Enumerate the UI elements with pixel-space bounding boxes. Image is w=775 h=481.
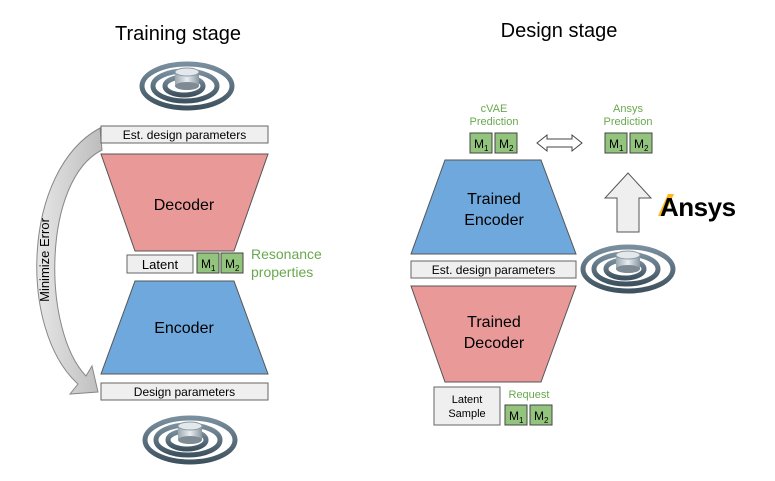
training-stage-title: Training stage [115,23,241,45]
training-design-params-box [100,382,269,401]
latent-sample-line1: Latent [452,394,483,406]
cvae-prediction-line2: Prediction [470,116,519,128]
ansys-prediction-line1: Ansys [613,103,643,115]
encoder-block [100,280,269,375]
minimize-error-label: Minimize Error [37,217,52,301]
svg-text:M1: M1 [474,137,489,153]
trained-encoder-line2: Encoder [464,212,524,229]
decoder-block [100,153,269,252]
training-est-params-label: Est. design parameters [123,128,246,142]
resonance-label-line2: properties [251,264,313,280]
svg-text:M2: M2 [534,409,549,425]
latent-sample-box [433,386,501,426]
resonator-design-icon [583,247,673,291]
training-design-params-label: Design parameters [134,385,235,399]
resonance-label-line1: Resonance [251,246,322,262]
compare-double-arrow [536,133,583,153]
trained-encoder-block [410,159,577,255]
minimize-error-arrow [36,127,103,395]
svg-text:Ansys: Ansys [660,192,736,222]
design-est-params-label: Est. design parameters [432,263,555,277]
ansys-m1-box: M1 [604,132,628,154]
encoder-label: Encoder [154,320,214,337]
latent-box [126,254,194,274]
svg-text:M1: M1 [201,257,216,273]
resonator-bottom-icon [145,418,235,462]
cvae-m2-box: M2 [494,132,518,154]
training-m1-box: M1 [196,252,220,274]
ansys-prediction-line2: Prediction [604,116,653,128]
cvae-m1-box: M1 [469,132,493,154]
ansys-logo: Ansys [658,192,736,222]
request-m1-box: M1 [504,404,528,426]
resonator-top-icon [142,64,232,108]
svg-text:M2: M2 [634,137,649,153]
svg-text:M1: M1 [509,409,524,425]
training-m2-box: M2 [220,252,244,274]
trained-encoder-line1: Trained [467,191,521,208]
design-est-params-box [410,260,577,279]
latent-sample-line2: Sample [448,408,485,420]
request-m2-box: M2 [529,404,553,426]
training-est-params-box [100,125,269,144]
trained-decoder-line2: Decoder [464,335,525,352]
svg-text:M2: M2 [499,137,514,153]
svg-text:M2: M2 [225,257,240,273]
cvae-prediction-line1: cVAE [481,103,508,115]
request-label: Request [509,389,550,401]
up-arrow [603,172,653,233]
trained-decoder-block [410,285,577,383]
trained-decoder-line1: Trained [467,314,521,331]
design-stage-title: Design stage [501,20,618,42]
ansys-m2-box: M2 [629,132,653,154]
latent-label: Latent [142,257,179,272]
decoder-label: Decoder [154,197,215,214]
svg-text:M1: M1 [609,137,624,153]
